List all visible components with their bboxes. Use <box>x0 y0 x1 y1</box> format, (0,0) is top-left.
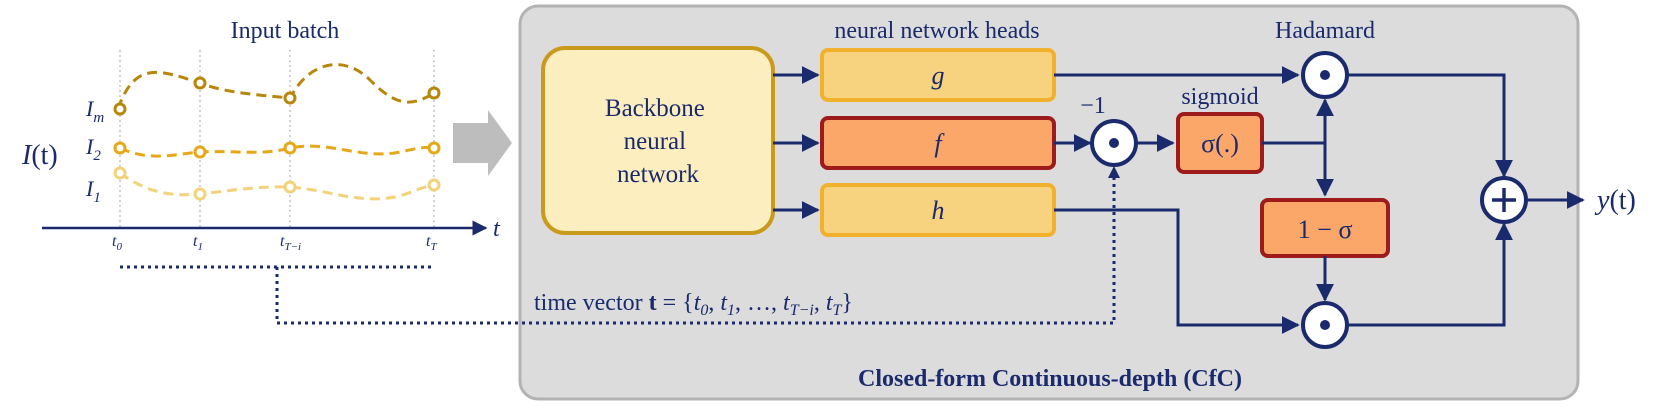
sigmoid-label: sigmoid <box>1181 84 1258 110</box>
series-i2-curve <box>119 144 435 158</box>
input-batch-title: Input batch <box>231 18 340 44</box>
series-label-im: Im <box>85 96 104 126</box>
cfc-panel-title: Closed-form Continuous-depth (CfC) <box>858 366 1242 392</box>
bottom-to-sum-path <box>1347 222 1513 327</box>
series-i2-points <box>113 141 441 159</box>
tick-label-tTi: tT−i <box>280 233 301 253</box>
series-im-curve <box>116 63 435 110</box>
tick-label-t1: t1 <box>193 233 203 253</box>
hadamard-bottom-node <box>1301 301 1349 349</box>
minus-one-label: −1 <box>1080 93 1106 119</box>
signal-label: I(t) <box>21 140 58 171</box>
series-im-points <box>113 76 441 116</box>
tick-label-t0: t0 <box>112 233 122 253</box>
hadamard-top-node <box>1301 51 1349 99</box>
head-g-label: g <box>932 61 945 90</box>
input-batch-section: Input batch Im I2 I1 I(t) t t <box>21 18 501 269</box>
tick-label-tT: tT <box>426 233 437 253</box>
series-i1-curve <box>119 171 435 201</box>
backbone-box <box>541 46 775 235</box>
time-product-node <box>1090 119 1138 167</box>
output-label: y(t) <box>1594 185 1636 216</box>
head-f-label: f <box>934 129 945 158</box>
top-to-sum-path <box>1347 73 1513 178</box>
heads-title: neural network heads <box>834 18 1039 44</box>
time-vector-arrowhead <box>1108 166 1120 178</box>
time-guides <box>119 50 435 228</box>
sigmoid-box-label: σ(.) <box>1201 129 1239 158</box>
head-h-label: h <box>932 196 945 225</box>
series-label-i2: I2 <box>85 134 101 164</box>
time-axis-label: t <box>493 216 501 242</box>
hadamard-label: Hadamard <box>1275 18 1375 44</box>
time-vector-path <box>275 172 1116 325</box>
flow-arrow <box>453 110 512 176</box>
one-minus-sigma-label: 1 − σ <box>1298 215 1353 244</box>
backbone-label: Backbone neural network <box>605 95 711 188</box>
h-to-bottom-hadamard-path <box>1054 208 1300 334</box>
sum-node <box>1480 176 1528 224</box>
series-label-i1: I1 <box>85 176 101 206</box>
backbone-to-heads-arrows <box>773 66 820 219</box>
time-vector-label: time vector t = {t0, t1, …, tT−i, tT} <box>534 290 853 319</box>
series-i1-points <box>113 166 441 201</box>
